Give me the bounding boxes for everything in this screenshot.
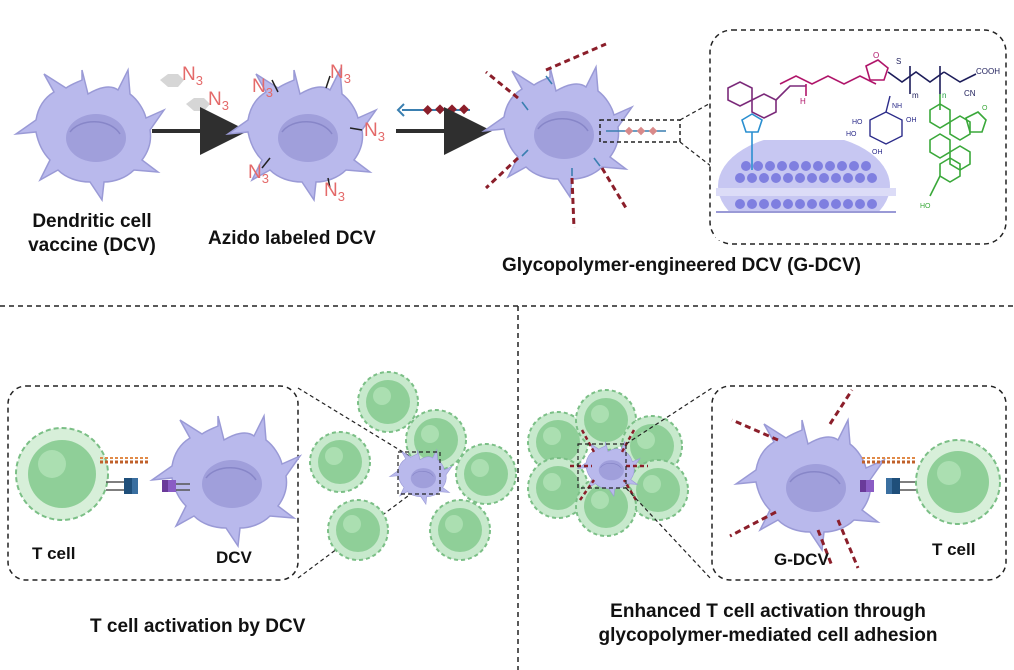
svg-text:COOH: COOH — [976, 67, 1000, 76]
svg-text:N3: N3 — [248, 162, 269, 186]
caption-right-line1: Enhanced T cell activation through — [610, 601, 926, 622]
g-dcv-label: Glycopolymer-engineered DCV (G-DCV) — [502, 255, 861, 276]
azide-label: N3 — [208, 89, 229, 113]
svg-text:CN: CN — [964, 89, 976, 98]
caption-left: T cell activation by DCV — [90, 616, 306, 637]
chemical-structure-inset: H O S m n COOH CN NH HO HO OH OH — [709, 29, 1007, 245]
glycopolymer-reagent-icon — [396, 103, 470, 117]
dcv-label-line1: Dendritic cell — [32, 211, 152, 232]
azido-dcv-label: Azido labeled DCV — [208, 228, 376, 249]
synapse-inset-right — [711, 385, 1007, 581]
g-dcv-cell-icon — [483, 42, 633, 229]
svg-text:N3: N3 — [364, 120, 385, 144]
t-cell-label-right: T cell — [932, 540, 976, 559]
mhc-molecule-icon — [860, 480, 874, 492]
svg-text:O: O — [982, 105, 988, 112]
svg-text:N3: N3 — [324, 180, 345, 204]
svg-text:HO: HO — [846, 131, 857, 138]
svg-text:NH: NH — [892, 103, 902, 110]
azide-label: N3 — [182, 64, 203, 88]
svg-text:N3: N3 — [252, 76, 273, 100]
svg-text:O: O — [873, 51, 879, 60]
svg-text:m: m — [912, 91, 919, 100]
svg-text:HO: HO — [920, 203, 931, 210]
glycopolymer-chains — [729, 389, 860, 569]
caption-right-line2: glycopolymer-mediated cell adhesion — [598, 625, 938, 646]
svg-text:N3: N3 — [330, 62, 351, 86]
dcv-label-inset: DCV — [216, 548, 252, 567]
svg-text:HO: HO — [852, 119, 863, 126]
adhesion-molecule-icon — [862, 457, 916, 464]
synapse-inset-left — [7, 385, 301, 581]
svg-text:n: n — [942, 91, 946, 100]
t-cell-icon — [915, 439, 1001, 525]
cell-cluster-left — [309, 371, 517, 561]
svg-text:OH: OH — [906, 117, 917, 124]
caption-right: Enhanced T cell activation through glyco… — [528, 600, 1008, 648]
dcv-label: Dendritic cell vaccine (DCV) — [4, 210, 180, 258]
mhc-molecule-icon — [162, 480, 190, 492]
g-dcv-label-inset: G-DCV — [774, 550, 829, 569]
azide-reagent-icon: N3 N3 — [160, 64, 229, 113]
dcv-label-line2: vaccine (DCV) — [28, 235, 156, 256]
azido-labeled-cell-icon — [227, 69, 377, 201]
cell-membrane-icon — [716, 140, 896, 240]
t-cell-label-left: T cell — [32, 544, 76, 563]
cell-cluster-right — [527, 389, 689, 537]
tcr-receptor-icon — [106, 478, 138, 494]
svg-text:S: S — [896, 57, 901, 66]
zoom-box — [599, 119, 681, 143]
azide-groups: N3 N3 N3 N3 N3 — [248, 62, 385, 204]
svg-text:H: H — [800, 97, 806, 106]
t-cell-icon — [15, 427, 109, 521]
adhesion-molecule-icon — [100, 457, 150, 464]
svg-text:OH: OH — [872, 149, 883, 156]
dendritic-cell-icon — [15, 69, 165, 201]
